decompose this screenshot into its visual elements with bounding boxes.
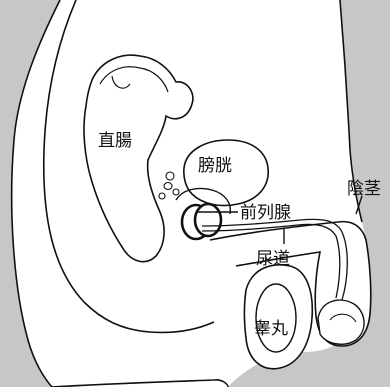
vesicle-blob: [164, 183, 172, 190]
testis-shape: [256, 284, 296, 352]
label-rectum: 直腸: [98, 131, 132, 151]
label-testis: 睾丸: [254, 319, 288, 339]
vesicle-blob: [159, 193, 165, 199]
label-prostate: 前列腺: [240, 203, 291, 223]
vesicle-blob: [166, 172, 174, 180]
label-urethra: 尿道: [256, 249, 290, 269]
label-bladder: 膀胱: [198, 156, 232, 176]
vesicle-blob: [173, 189, 179, 195]
glans: [318, 300, 364, 344]
label-penis: 陰茎: [347, 179, 381, 199]
